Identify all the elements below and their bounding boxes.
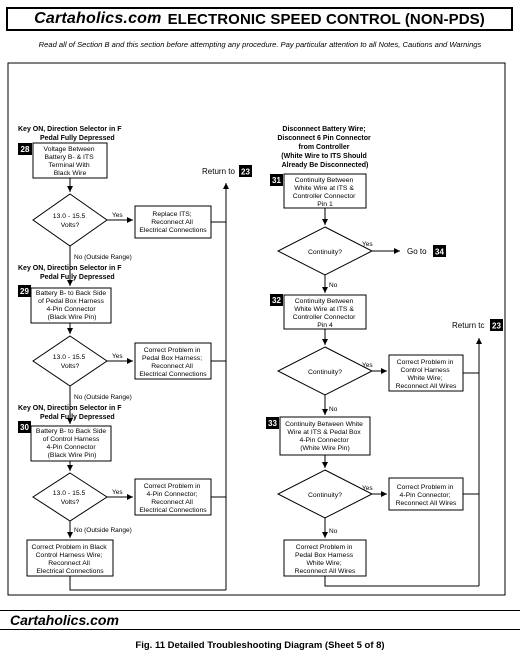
svg-text:32: 32 — [272, 296, 281, 305]
svg-text:Go to: Go to — [407, 247, 427, 256]
decision-volts-3: 13.0 - 15.5 Volts? — [32, 472, 108, 522]
fix-4-pin-connector-right: Correct Problem in 4-Pin Connector; Reco… — [388, 477, 464, 511]
yes-label: Yes — [362, 485, 373, 492]
yes-label: Yes — [112, 489, 123, 496]
step-number-badge — [270, 174, 283, 186]
svg-text:Correct Problem in 4-P: Correct Problem in 4-Pin Connector; Reco… — [396, 484, 457, 507]
page-header: Cartaholics.com ELECTRONIC SPEED CONTROL… — [6, 7, 513, 31]
yes-label: Yes — [362, 241, 373, 248]
instruction-note: Read all of Section B and this section b… — [38, 40, 482, 49]
svg-text:Correct Problem in Ped: Correct Problem in Pedal Box Harness Whi… — [295, 544, 356, 575]
step-number-badge — [270, 294, 283, 306]
svg-text:Continuity Between Whi: Continuity Between White Wire at ITS & C… — [293, 298, 358, 329]
condition-label-2: Key ON, Direction Selector in F Pedal Fu… — [18, 265, 123, 281]
svg-text:Correct Problem in Con: Correct Problem in Control Harness White… — [396, 359, 457, 390]
svg-text:28: 28 — [21, 145, 30, 154]
step-number-badge — [18, 421, 31, 433]
figure-caption: Fig. 11 Detailed Troubleshooting Diagram… — [135, 640, 385, 651]
svg-text:31: 31 — [272, 176, 281, 185]
step-31: 31 Continuity Between White Wire at ITS … — [270, 173, 367, 209]
fix-pedal-box-white-wire: Correct Problem in Pedal Box Harness Whi… — [283, 539, 367, 577]
svg-text:Replace ITS; Reconnect: Replace ITS; Reconnect All Electrical Co… — [139, 211, 207, 234]
no-label: No — [329, 406, 338, 413]
step-number-badge — [18, 143, 32, 155]
svg-text:33: 33 — [268, 419, 277, 428]
svg-text:Continuity?: Continuity? — [308, 492, 342, 499]
condition-label-1: Key ON, Direction Selector in F Pedal Fu… — [18, 126, 123, 142]
svg-text:Correct Problem in Ped: Correct Problem in Pedal Box Harness; Re… — [139, 347, 207, 378]
svg-text:Return tc: Return tc — [452, 321, 484, 330]
no-label: No (Outside Range) — [74, 394, 132, 401]
step-29: 29 Battery B- to Back Side of Pedal Box … — [18, 285, 112, 324]
decision-continuity-1: Continuity? — [276, 226, 374, 276]
svg-text:Battery B- to Back Side: Battery B- to Back Side of Pedal Box Har… — [36, 290, 108, 321]
svg-text:29: 29 — [20, 287, 29, 296]
step-28: 28 Voltage Between Battery B- & ITS Term… — [18, 142, 108, 179]
decision-volts-2: 13.0 - 15.5 Volts? — [32, 335, 108, 387]
return-to-23: Return to 23 — [202, 165, 252, 177]
no-label: No (Outside Range) — [74, 527, 132, 534]
svg-text:23: 23 — [241, 168, 250, 177]
right-column: Disconnect Battery Wire; Disconnect 6 Pi… — [266, 126, 503, 587]
no-label: No — [329, 528, 338, 535]
no-label: No — [329, 282, 338, 289]
svg-text:23: 23 — [492, 322, 501, 331]
svg-text:13.0 - 15.5 Volts?: 13.0 - 15.5 Volts? — [53, 213, 87, 229]
svg-text:Voltage Between Batter: Voltage Between Battery B- & ITS Termina… — [44, 146, 97, 177]
svg-text:Battery B- to Back Side: Battery B- to Back Side of Control Harne… — [36, 428, 108, 459]
header-brand: Cartaholics.com — [34, 10, 162, 27]
fix-pedal-box-harness: Correct Problem in Pedal Box Harness; Re… — [134, 342, 212, 380]
page-footer: Cartaholics.com — [0, 610, 520, 630]
svg-text:13.0 - 15.5 Volts?: 13.0 - 15.5 Volts? — [53, 490, 87, 506]
decision-continuity-2: Continuity? — [276, 346, 374, 396]
svg-text:34: 34 — [435, 248, 444, 257]
left-column: Key ON, Direction Selector in F Pedal Fu… — [18, 126, 252, 591]
yes-label: Yes — [112, 212, 123, 219]
svg-text:Correct Problem in Black: Correct Problem in Black Control Harness… — [31, 544, 108, 575]
right-condition-label: Disconnect Battery Wire; Disconnect 6 Pi… — [277, 126, 372, 169]
header-title: ELECTRONIC SPEED CONTROL (NON-PDS) — [167, 10, 485, 28]
fix-replace-its: Replace ITS; Reconnect All Electrical Co… — [134, 205, 212, 239]
diagram-frame — [7, 62, 506, 596]
fix-black-control-harness: Correct Problem in Black Control Harness… — [26, 539, 114, 577]
go-to-34: Go to 34 — [407, 245, 446, 257]
svg-text:30: 30 — [20, 423, 29, 432]
step-33: 33 Continuity Between White Wire at ITS … — [266, 416, 371, 456]
step-32: 32 Continuity Between White Wire at ITS … — [270, 294, 367, 330]
yes-label: Yes — [362, 362, 373, 369]
svg-text:Continuity?: Continuity? — [308, 249, 342, 256]
fix-control-harness-white-wire: Correct Problem in Control Harness White… — [388, 354, 464, 392]
svg-text:Continuity?: Continuity? — [308, 369, 342, 376]
yes-label: Yes — [112, 353, 123, 360]
no-label: No (Outside Range) — [74, 254, 132, 261]
footer-brand: Cartaholics.com — [10, 612, 119, 628]
decision-continuity-3: Continuity? — [276, 469, 374, 519]
step-number-badge — [266, 417, 279, 429]
svg-text:Continuity Between Whi: Continuity Between White Wire at ITS & C… — [293, 177, 358, 208]
svg-text:Correct Problem in 4-P: Correct Problem in 4-Pin Connector; Reco… — [139, 483, 207, 514]
step-30: 30 Battery B- to Back Side of Control Ha… — [18, 421, 112, 462]
condition-label-3: Key ON, Direction Selector in F Pedal Fu… — [18, 405, 123, 421]
step-number-badge — [18, 285, 31, 297]
decision-volts-1: 13.0 - 15.5 Volts? — [32, 193, 108, 247]
return-to-23-right: Return tc 23 — [452, 319, 503, 331]
svg-text:13.0 - 15.5 Volts?: 13.0 - 15.5 Volts? — [53, 354, 87, 370]
svg-text:Return to: Return to — [202, 167, 235, 176]
fix-4-pin-connector: Correct Problem in 4-Pin Connector; Reco… — [134, 478, 212, 516]
svg-text:Continuity Between White: Continuity Between White Wire at ITS & P… — [285, 421, 365, 452]
